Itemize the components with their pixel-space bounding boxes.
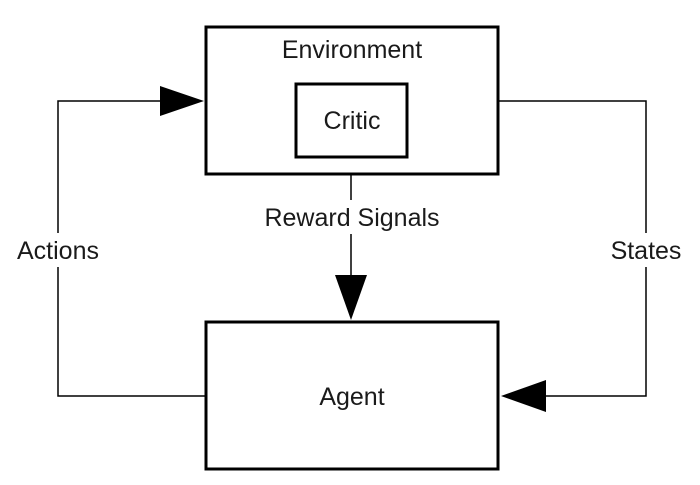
reward-arrowhead xyxy=(335,275,367,320)
actions-arrowhead xyxy=(160,86,204,116)
agent-label: Agent xyxy=(319,383,384,411)
actions-label: Actions xyxy=(17,237,99,265)
states-label: States xyxy=(611,237,682,265)
critic-box xyxy=(294,82,409,159)
critic-label: Critic xyxy=(324,107,381,135)
reward-label-bg xyxy=(250,200,452,234)
states-label-bg xyxy=(604,233,688,267)
reward-signals-label: Reward Signals xyxy=(264,204,439,232)
environment-label: Environment xyxy=(282,36,422,64)
states-arrowhead xyxy=(501,380,546,412)
actions-label-bg xyxy=(12,233,106,267)
agent-box xyxy=(204,320,500,471)
